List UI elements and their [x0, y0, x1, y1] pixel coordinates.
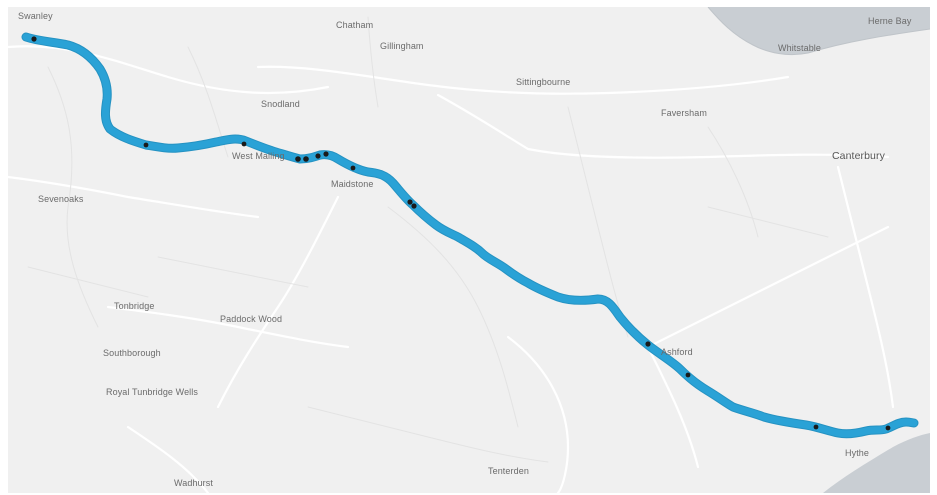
- place-label: Ashford: [661, 347, 693, 357]
- route-marker[interactable]: [315, 153, 321, 159]
- place-label: Hythe: [845, 448, 870, 458]
- estuary-shore: [707, 7, 930, 56]
- route-marker[interactable]: [411, 203, 417, 209]
- route-marker[interactable]: [303, 156, 309, 162]
- route-marker[interactable]: [407, 199, 413, 205]
- route-marker[interactable]: [645, 341, 651, 347]
- route-marker[interactable]: [350, 165, 356, 171]
- road-network: [8, 45, 895, 493]
- place-label: Chatham: [336, 20, 374, 30]
- land-area: [8, 7, 930, 493]
- place-label: Southborough: [103, 348, 161, 358]
- route-line: [22, 33, 918, 438]
- route-marker[interactable]: [813, 424, 819, 430]
- place-label: Paddock Wood: [220, 314, 283, 324]
- place-label: Faversham: [661, 108, 707, 118]
- minor-roads: [27, 16, 829, 463]
- route-marker[interactable]: [31, 36, 37, 42]
- place-label: Tenterden: [488, 466, 529, 476]
- map-layer: [8, 7, 930, 493]
- place-label: Tonbridge: [114, 301, 155, 311]
- route-marker[interactable]: [241, 141, 247, 147]
- place-label: Snodland: [261, 99, 300, 109]
- route-marker[interactable]: [323, 151, 329, 157]
- place-label: Sevenoaks: [38, 194, 84, 204]
- place-label: Sittingbourne: [516, 77, 571, 87]
- place-label: Canterbury: [832, 150, 885, 162]
- place-label: Gillingham: [380, 41, 424, 51]
- route-markers: [31, 36, 891, 431]
- place-label: Swanley: [18, 11, 53, 21]
- place-label: Whitstable: [778, 43, 822, 53]
- route-marker[interactable]: [143, 142, 149, 148]
- route-marker[interactable]: [295, 156, 301, 162]
- place-label: Wadhurst: [174, 478, 213, 488]
- place-label: Royal Tunbridge Wells: [106, 387, 198, 397]
- sea-water: [823, 433, 930, 493]
- place-label: Herne Bay: [868, 16, 912, 26]
- place-label: Maidstone: [331, 179, 374, 189]
- place-label: West Malling: [232, 151, 285, 161]
- route-marker[interactable]: [685, 372, 691, 378]
- route-marker[interactable]: [885, 425, 891, 431]
- map-canvas[interactable]: Swanley Chatham Gillingham Whitstable He…: [8, 7, 930, 493]
- estuary-water: [708, 7, 930, 55]
